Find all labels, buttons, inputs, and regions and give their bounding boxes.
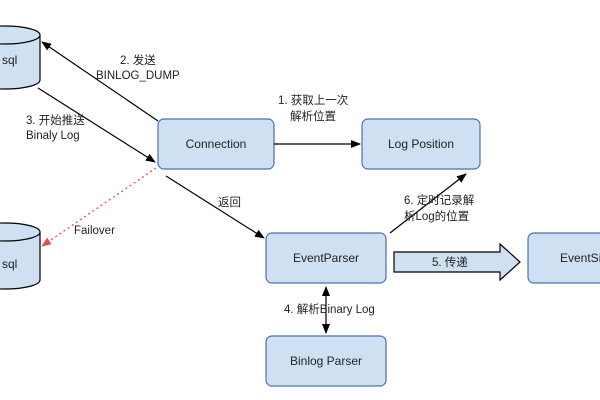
mysql-master-node: sql	[0, 25, 41, 90]
event-sink-node: EventSi	[527, 232, 600, 284]
failover-arrow	[41, 167, 157, 247]
record-position-label-line2: 析Log的位置	[404, 209, 469, 223]
mysql-slave-node: sql	[0, 222, 41, 290]
log-position-node: Log Position	[361, 118, 481, 170]
record-position-arrow	[389, 173, 467, 234]
return-arrow	[165, 175, 265, 239]
push-log-label-line1: 3. 开始推送	[26, 113, 85, 127]
binlog-parser-node: Binlog Parser	[265, 335, 387, 387]
push-log-label-line2: Binaly Log	[26, 130, 80, 142]
mysql-master-label: sql	[2, 53, 17, 67]
deliver-arrow	[393, 242, 521, 282]
connection-node: Connection	[157, 118, 275, 170]
push-log-arrow	[37, 87, 156, 163]
record-position-label-line1: 6. 定时记录解	[404, 193, 475, 207]
return-label: 返回	[218, 196, 241, 209]
event-sink-label: EventSi	[560, 251, 600, 265]
fetch-position-label-line1: 1. 获取上一次	[278, 93, 349, 107]
send-dump-label-line1: 2. 发送	[120, 53, 156, 67]
event-parser-label: EventParser	[293, 251, 359, 265]
fetch-position-label-line2: 解析位置	[290, 109, 336, 123]
mysql-slave-label: sql	[2, 257, 17, 271]
parse-binlog-label: 4. 解析Binary Log	[284, 302, 375, 316]
deliver-label: 5. 传递	[432, 255, 468, 269]
event-parser-node: EventParser	[265, 232, 387, 284]
send-dump-arrow	[41, 41, 159, 122]
log-position-label: Log Position	[388, 137, 454, 151]
connection-label: Connection	[186, 137, 247, 151]
failover-label: Failover	[74, 225, 115, 237]
binlog-parser-label: Binlog Parser	[290, 354, 362, 368]
send-dump-label-line2: BINLOG_DUMP	[96, 70, 180, 82]
